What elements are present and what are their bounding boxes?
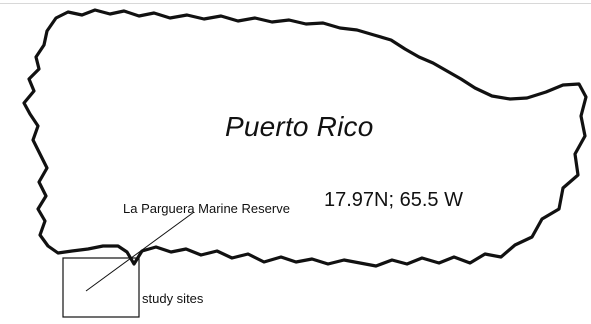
top-border-line [0,3,591,4]
region-label: Puerto Rico [225,111,374,142]
coordinates-label: 17.97N; 65.5 W [324,189,463,211]
study-area-box [62,257,140,318]
island-outline [22,8,588,268]
reserve-pointer-line [85,211,195,292]
study-sites-label: study sites [142,291,204,306]
reserve-label: La Parguera Marine Reserve [123,201,290,216]
